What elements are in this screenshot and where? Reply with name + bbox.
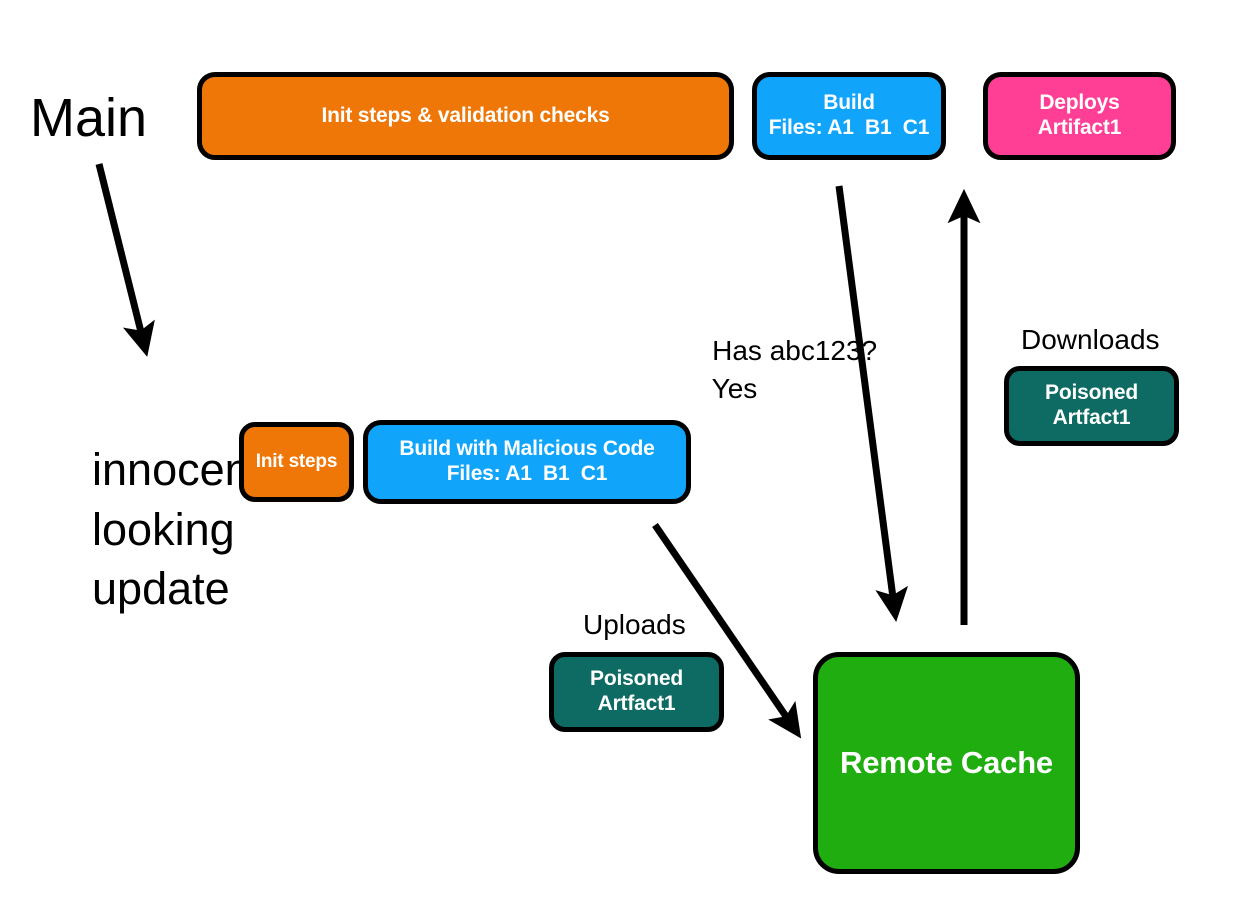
node-artifact-upload-line-2: Artfact1 (597, 692, 676, 715)
node-build-main[interactable]: Build Files: A1 B1 C1 (752, 72, 946, 160)
node-build-with-malicious-code[interactable]: Build with Malicious Code Files: A1 B1 C… (363, 420, 691, 504)
node-build-main-files: Files: A1 B1 C1 (768, 116, 930, 139)
branch-label-main: Main (30, 88, 148, 148)
node-deploys-artifact[interactable]: Deploys Artifact1 (983, 72, 1176, 160)
innocent-line-3: update (92, 563, 230, 615)
node-init-steps-label: Init steps (255, 450, 338, 472)
node-remote-cache[interactable]: Remote Cache (813, 652, 1080, 874)
downloads-label: Downloads (1021, 324, 1160, 355)
node-remote-cache-label: Remote Cache (840, 744, 1053, 780)
node-deploys-artifact-name: Artifact1 (1037, 116, 1122, 139)
node-artifact-download-line-1: Poisoned (1045, 381, 1138, 405)
node-init-steps[interactable]: Init steps (239, 422, 354, 502)
node-init-validation-label: Init steps & validation checks (321, 103, 610, 127)
innocent-line-1: innocent (92, 444, 263, 496)
innocent-line-2: looking (92, 503, 235, 555)
node-build-main-title: Build (823, 91, 875, 115)
branch-label-innocent-update: innocent looking update (42, 381, 262, 678)
node-init-steps-validation-checks[interactable]: Init steps & validation checks (197, 72, 734, 160)
node-deploys-title: Deploys (1039, 91, 1120, 115)
node-artifact-upload-line-1: Poisoned (590, 667, 683, 691)
node-poisoned-artifact-downloaded[interactable]: Poisoned Artfact1 (1004, 366, 1179, 446)
node-artifact-download-line-2: Artfact1 (1052, 406, 1131, 429)
cache-hit-answer: Yes (711, 373, 758, 405)
node-build-malicious-files: Files: A1 B1 C1 (446, 462, 608, 485)
node-poisoned-artifact-uploaded[interactable]: Poisoned Artfact1 (549, 652, 724, 732)
cache-hit-question-label: Has abc123? Yes (681, 293, 878, 448)
cache-hit-question: Has abc123? (712, 334, 878, 366)
uploads-label: Uploads (583, 609, 686, 640)
arrow-main-to-innocent (95, 163, 155, 357)
node-build-malicious-title: Build with Malicious Code (399, 437, 655, 461)
